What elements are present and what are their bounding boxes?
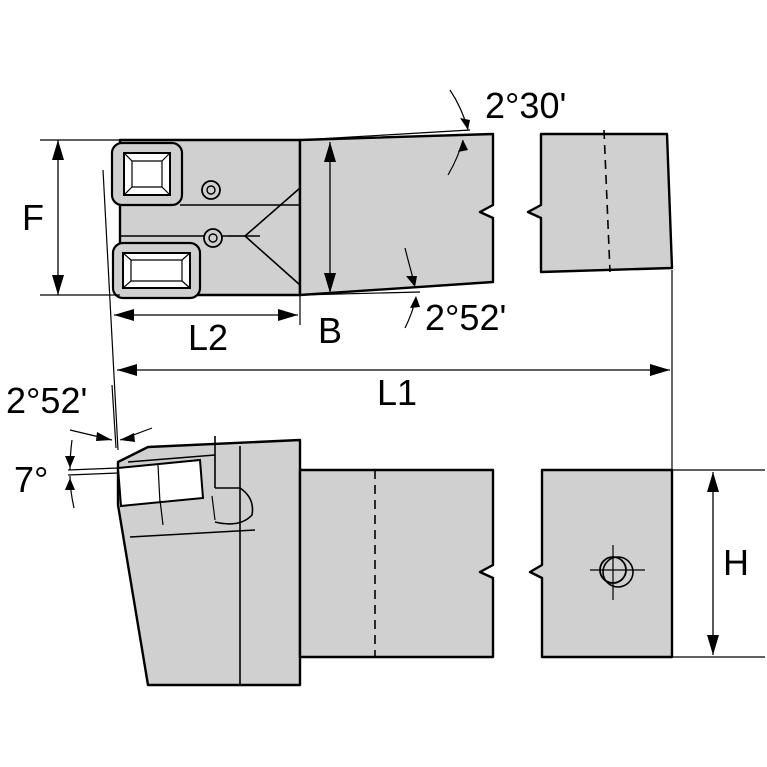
insert-upper-corners bbox=[123, 152, 171, 196]
angle-bottom-ref bbox=[299, 291, 421, 296]
label-b: B bbox=[318, 310, 342, 351]
screw-lower-icon bbox=[203, 228, 223, 248]
screw-upper-core bbox=[206, 185, 216, 195]
label-l1: L1 bbox=[377, 372, 417, 413]
label-angle-side: 2°52' bbox=[6, 380, 87, 421]
side-view-seat-line bbox=[129, 529, 256, 538]
side-view-insert-tick2 bbox=[211, 495, 216, 521]
dim-l1-arrow-right bbox=[650, 364, 670, 376]
top-view-chamfer-upper bbox=[244, 187, 301, 237]
label-angle-rake: 7° bbox=[14, 459, 48, 500]
top-view-center-line bbox=[603, 129, 611, 273]
label-f: F bbox=[22, 197, 44, 238]
angle-top-arrow1 bbox=[460, 118, 470, 130]
insert-lower-pocket bbox=[122, 252, 191, 289]
side-view-insert-tick bbox=[159, 499, 164, 526]
top-view-shank-end bbox=[526, 132, 674, 274]
dim-b-arrow-top bbox=[324, 142, 336, 162]
label-l2: L2 bbox=[188, 317, 228, 358]
dim-l2-arrow-left bbox=[114, 309, 134, 321]
screw-lower-core bbox=[208, 233, 218, 243]
side-view-insert bbox=[116, 458, 205, 508]
angle-top-ref bbox=[299, 129, 471, 141]
angle-side-arrow-right bbox=[120, 433, 135, 442]
angle-rake-arrow1 bbox=[65, 456, 75, 468]
dim-f-arrow-top bbox=[52, 140, 64, 160]
angle-bottom-arrow2 bbox=[410, 296, 420, 308]
side-view-clamp-nose bbox=[214, 487, 254, 525]
angle-side-arrow-left bbox=[96, 432, 112, 441]
label-h: H bbox=[723, 542, 749, 583]
side-view bbox=[65, 384, 765, 687]
angle-rake-ref2 bbox=[67, 467, 119, 471]
angle-rake-ref bbox=[67, 472, 119, 476]
dim-h-arrow-bottom bbox=[707, 635, 719, 655]
angle-rake-arrow2 bbox=[65, 478, 75, 490]
dim-b-arrow-bottom bbox=[324, 273, 336, 293]
ext-l2-left bbox=[102, 169, 119, 451]
top-view bbox=[40, 89, 674, 470]
angle-top-arrow2 bbox=[458, 140, 468, 152]
side-view-shim-top bbox=[127, 454, 216, 463]
screw-upper-icon bbox=[201, 180, 221, 200]
top-view-shank bbox=[298, 132, 495, 297]
label-angle-top: 2°30' bbox=[485, 85, 566, 126]
dim-l2-arrow-right bbox=[278, 309, 298, 321]
angle-bottom-arrow1 bbox=[406, 276, 417, 287]
dim-f-arrow-bottom bbox=[52, 275, 64, 295]
angle-side-ref bbox=[111, 384, 117, 449]
insert-lower-corners bbox=[122, 252, 191, 289]
dim-h-arrow-top bbox=[707, 472, 719, 492]
label-angle-bottom: 2°52' bbox=[425, 297, 506, 338]
side-view-insert-edge bbox=[157, 464, 161, 504]
side-view-screw-outer bbox=[602, 556, 634, 588]
dim-l1-arrow-left bbox=[117, 364, 137, 376]
top-view-chamfer-lower bbox=[244, 235, 301, 286]
side-view-shank bbox=[298, 468, 495, 659]
